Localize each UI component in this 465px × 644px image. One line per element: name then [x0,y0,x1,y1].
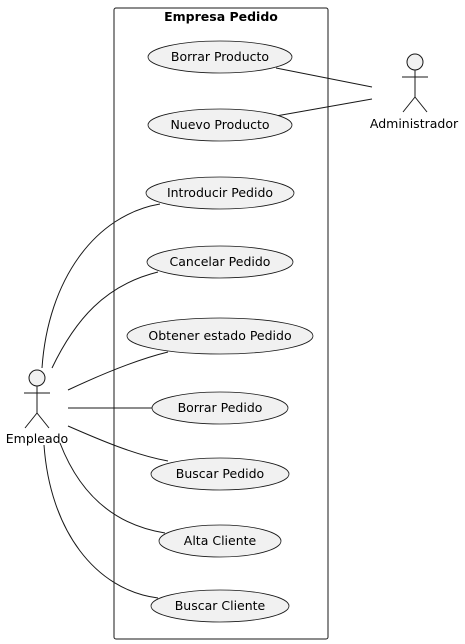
use-case-label: Buscar Cliente [175,598,266,613]
use-case-label: Cancelar Pedido [170,254,271,269]
use-case-introducir-pedido[interactable]: Introducir Pedido [145,176,295,210]
system-title: Empresa Pedido [164,9,278,24]
use-case-borrar-producto[interactable]: Borrar Producto [147,40,293,74]
use-case-label: Alta Cliente [184,533,257,548]
association-admin-borrar-producto [275,67,373,88]
use-case-label: Nuevo Producto [170,117,269,132]
association-admin-nuevo-producto [275,98,373,117]
association-empleado-buscar-pedido [67,425,169,462]
use-case-label: Borrar Pedido [178,400,263,415]
use-case-alta-cliente[interactable]: Alta Cliente [158,524,282,558]
use-case-cancelar-pedido[interactable]: Cancelar Pedido [146,245,294,279]
use-case-label: Obtener estado Pedido [148,328,291,343]
use-case-borrar-pedido[interactable]: Borrar Pedido [151,391,289,425]
actor-administrador[interactable]: Administrador [370,53,459,131]
actor-empleado[interactable]: Empleado [6,369,68,446]
association-empleado-cancelar-pedido [51,271,159,369]
actor-stick-figure-icon [24,369,50,429]
use-case-label: Borrar Producto [171,49,269,64]
association-empleado-alta-cliente [59,442,166,534]
actor-label: Empleado [6,431,68,446]
association-empleado-introducir-pedido [41,203,161,369]
actor-stick-figure-icon [402,53,428,113]
actor-label: Administrador [370,116,459,131]
use-case-nuevo-producto[interactable]: Nuevo Producto [147,108,293,142]
association-empleado-obtener-estado [67,351,169,391]
association-empleado-buscar-cliente [43,444,159,599]
use-case-obtener-estado-pedido[interactable]: Obtener estado Pedido [126,317,314,355]
use-case-label: Introducir Pedido [167,185,273,200]
use-case-label: Buscar Pedido [176,466,264,481]
use-case-buscar-cliente[interactable]: Buscar Cliente [150,589,290,623]
use-case-buscar-pedido[interactable]: Buscar Pedido [150,457,290,491]
